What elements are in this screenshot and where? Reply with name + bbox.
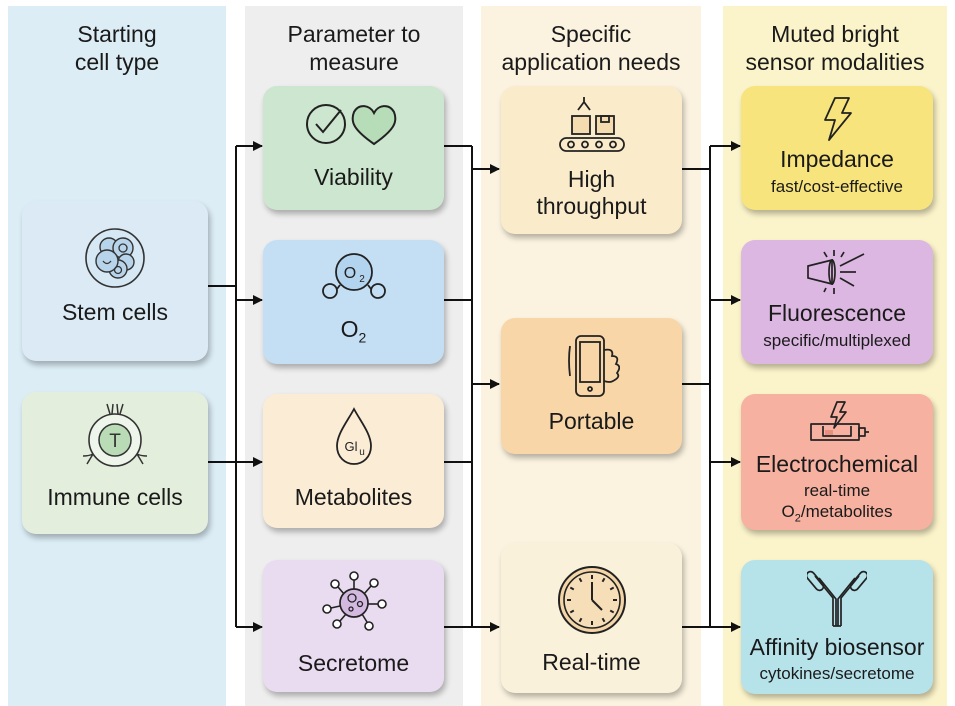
node-immune-cells: T Immune cells xyxy=(22,392,208,534)
label-o2: O2 xyxy=(263,316,444,352)
column-title-line: sensor modalities xyxy=(745,49,925,75)
label-immune-cells: Immune cells xyxy=(47,484,183,510)
conveyor-belt-icon xyxy=(558,97,625,152)
sub-electrochemical-2: O2/metabolites xyxy=(741,501,933,529)
label-line: throughput xyxy=(536,193,647,219)
label-impedance: Impedance xyxy=(780,146,894,172)
column-title-sensor: Muted bright sensor modalities xyxy=(723,20,947,76)
label-real-time: Real-time xyxy=(542,649,641,675)
column-title-line: Parameter to xyxy=(287,21,421,47)
node-fluorescence: Fluorescence specific/multiplexed xyxy=(741,240,933,364)
o2-icon-subscript: 2 xyxy=(359,274,365,285)
column-title-starting-cell-type: Starting cell type xyxy=(8,20,226,76)
light-emission-icon xyxy=(807,250,865,294)
o2-label-subscript: 2 xyxy=(358,329,367,346)
stem-cell-cluster-icon xyxy=(85,228,145,288)
label-viability: Viability xyxy=(314,164,393,190)
label-secretome: Secretome xyxy=(297,650,410,676)
column-title-line: cell type xyxy=(74,49,160,75)
column-title-line: Specific xyxy=(550,21,632,47)
node-metabolites: Gl u Metabolites xyxy=(263,394,444,528)
column-title-application: Specific application needs xyxy=(481,20,701,76)
node-affinity-biosensor: Affinity biosensor cytokines/secretome xyxy=(741,560,933,694)
metabolites-text: /metabolites xyxy=(800,502,893,521)
label-electrochemical: Electrochemical xyxy=(755,451,919,477)
handheld-phone-icon xyxy=(567,335,620,397)
oxygen-molecule-icon: O 2 xyxy=(321,253,386,299)
secreted-particle-icon xyxy=(321,571,387,631)
label-line: High xyxy=(567,166,616,192)
sub-impedance: fast/cost-effective xyxy=(771,177,903,196)
node-viability: Viability xyxy=(263,86,444,210)
column-title-parameter: Parameter to measure xyxy=(245,20,463,76)
o2-label-letter: O xyxy=(340,316,359,342)
label-high-throughput: High throughput xyxy=(501,166,682,220)
node-electrochemical: Electrochemical real-time O2/metabolites xyxy=(741,394,933,530)
lightning-bolt-icon xyxy=(824,97,852,141)
column-title-line: Muted bright xyxy=(771,21,899,47)
node-secretome: Secretome xyxy=(263,560,444,692)
sub-fluorescence: specific/multiplexed xyxy=(763,331,911,350)
antibody-icon xyxy=(807,570,867,627)
t-cell-letter: T xyxy=(109,431,121,452)
label-metabolites: Metabolites xyxy=(294,484,413,510)
check-heart-icon xyxy=(305,104,396,146)
sub-affinity-biosensor: cytokines/secretome xyxy=(759,664,915,683)
o2-letter: O xyxy=(781,502,795,521)
column-title-line: application needs xyxy=(501,49,681,75)
o2-icon-letter: O xyxy=(343,265,355,282)
sub-electrochemical-1: real-time xyxy=(803,481,871,500)
node-high-throughput: High throughput xyxy=(501,86,682,234)
glucose-drop-icon: Gl u xyxy=(335,407,372,465)
label-stem-cells: Stem cells xyxy=(61,299,169,325)
node-real-time: Real-time xyxy=(501,543,682,693)
node-impedance: Impedance fast/cost-effective xyxy=(741,86,933,210)
electrode-bolt-icon xyxy=(810,401,869,441)
clock-icon xyxy=(557,566,626,634)
glucose-subscript: u xyxy=(359,447,365,458)
t-cell-icon: T xyxy=(82,403,148,467)
label-affinity-biosensor: Affinity biosensor xyxy=(749,634,925,660)
o2-subscript: 2 xyxy=(794,512,801,525)
node-portable: Portable xyxy=(501,318,682,454)
column-title-line: measure xyxy=(309,49,399,75)
node-stem-cells: Stem cells xyxy=(22,201,208,361)
glucose-letters: Gl xyxy=(344,439,357,454)
label-portable: Portable xyxy=(548,408,635,434)
column-title-line: Starting xyxy=(77,21,157,47)
node-o2: O 2 O2 xyxy=(263,240,444,364)
label-fluorescence: Fluorescence xyxy=(767,300,907,326)
